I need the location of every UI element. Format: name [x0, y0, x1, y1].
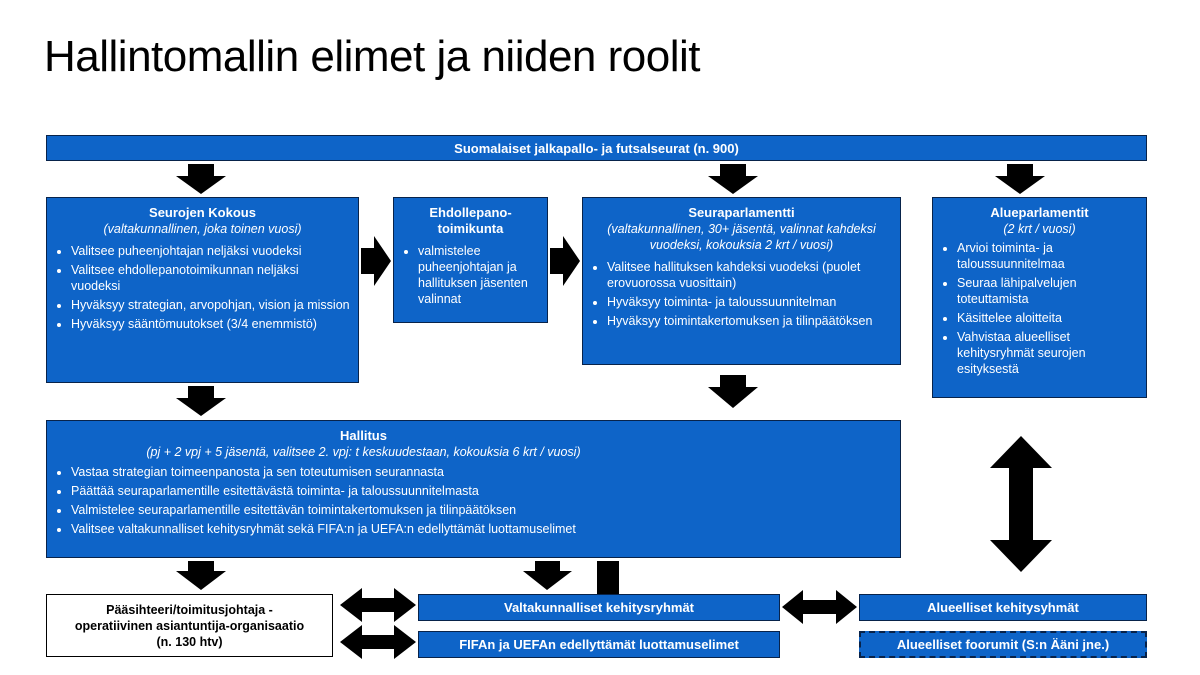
double-arrow-horizontal-icon: [340, 625, 416, 659]
arrow-down-icon: [708, 164, 758, 194]
seurojen-kokous-subtitle: (valtakunnallinen, joka toinen vuosi): [103, 222, 302, 236]
arrow-down-icon: [176, 386, 226, 416]
seuraparlamentti-box: Seuraparlamentti (valtakunnallinen, 30+ …: [582, 197, 901, 365]
ehdollepano-box: Ehdollepano-toimikunta valmistelee puhee…: [393, 197, 548, 323]
ehdollepano-heading: Ehdollepano-toimikunta: [429, 205, 512, 236]
list-item: Hyväksyy toimintakertomuksen ja tilinpää…: [607, 313, 892, 329]
arrow-down-icon: [995, 164, 1045, 194]
list-item: Valitsee hallituksen kahdeksi vuodeksi (…: [607, 259, 892, 291]
arrow-down-icon: [708, 375, 758, 408]
seuraparlamentti-list: Valitsee hallituksen kahdeksi vuodeksi (…: [583, 259, 900, 329]
alueelliset-foorumit-box: Alueelliset foorumit (S:n Ääni jne.): [859, 631, 1147, 658]
page-title: Hallintomallin elimet ja niiden roolit: [44, 32, 700, 81]
alueparlamentit-heading: Alueparlamentit: [990, 205, 1089, 220]
seuraparlamentti-subtitle: (valtakunnallinen, 30+ jäsentä, valinnat…: [607, 222, 876, 252]
list-item: Vahvistaa alueelliset kehitysryhmät seur…: [957, 329, 1138, 377]
list-item: Käsittelee aloitteita: [957, 310, 1138, 326]
double-arrow-horizontal-icon: [782, 590, 857, 624]
alueelliset-foorumit-label: Alueelliset foorumit (S:n Ääni jne.): [896, 637, 1110, 652]
fifa-uefa-label: FIFAn ja UEFAn edellyttämät luottamuseli…: [459, 637, 739, 652]
alueparlamentit-box: Alueparlamentit (2 krt / vuosi) Arvioi t…: [932, 197, 1147, 398]
list-item: Päättää seuraparlamentille esitettävästä…: [71, 483, 892, 499]
arrow-right-icon: [361, 236, 391, 286]
double-arrow-vertical-icon: [990, 436, 1052, 572]
arrow-right-icon: [550, 236, 580, 286]
hallitus-list: Vastaa strategian toimeenpanosta ja sen …: [47, 464, 900, 537]
list-item: valmistelee puheenjohtajan ja hallitukse…: [418, 243, 537, 307]
list-item: Vastaa strategian toimeenpanosta ja sen …: [71, 464, 892, 480]
seuraparlamentti-heading: Seuraparlamentti: [688, 205, 795, 220]
hallitus-subtitle: (pj + 2 vpj + 5 jäsentä, valitsee 2. vpj…: [146, 445, 581, 459]
fifa-uefa-box: FIFAn ja UEFAn edellyttämät luottamuseli…: [418, 631, 780, 658]
alueparlamentit-subtitle: (2 krt / vuosi): [1003, 222, 1076, 236]
hallitus-heading: Hallitus: [340, 428, 387, 443]
seurojen-kokous-heading: Seurojen Kokous: [149, 205, 256, 220]
clubs-bar-label: Suomalaiset jalkapallo- ja futsalseurat …: [454, 140, 739, 156]
list-item: Valitsee puheenjohtajan neljäksi vuodeks…: [71, 243, 350, 259]
list-item: Arvioi toiminta- ja taloussuunnitelmaa: [957, 240, 1138, 272]
list-item: Valitsee valtakunnalliset kehitysryhmät …: [71, 521, 892, 537]
paasihteeri-label: Pääsihteeri/toimitusjohtaja - operatiivi…: [74, 602, 305, 649]
list-item: Valmistelee seuraparlamentille esitettäv…: [71, 502, 892, 518]
list-item: Hyväksyy strategian, arvopohjan, vision …: [71, 297, 350, 313]
arrow-down-icon: [176, 164, 226, 194]
arrow-down-icon: [523, 561, 572, 590]
list-item: Seuraa lähipalvelujen toteuttamista: [957, 275, 1138, 307]
valtakunnalliset-box: Valtakunnalliset kehitysryhmät: [418, 594, 780, 621]
list-item: Hyväksyy toiminta- ja taloussuunnitelman: [607, 294, 892, 310]
double-arrow-horizontal-icon: [340, 588, 416, 622]
clubs-bar: Suomalaiset jalkapallo- ja futsalseurat …: [46, 135, 1147, 161]
arrow-down-icon: [176, 561, 226, 590]
connector-bar: [597, 561, 619, 594]
alueelliset-kehitys-label: Alueelliset kehitysyhmät: [927, 600, 1079, 615]
seurojen-kokous-list: Valitsee puheenjohtajan neljäksi vuodeks…: [47, 243, 358, 332]
list-item: Hyväksyy sääntömuutokset (3/4 enemmistö): [71, 316, 350, 332]
hallitus-box: Hallitus (pj + 2 vpj + 5 jäsentä, valits…: [46, 420, 901, 558]
paasihteeri-box: Pääsihteeri/toimitusjohtaja - operatiivi…: [46, 594, 333, 657]
valtakunnalliset-label: Valtakunnalliset kehitysryhmät: [503, 600, 695, 615]
alueelliset-kehitys-box: Alueelliset kehitysyhmät: [859, 594, 1147, 621]
alueparlamentit-list: Arvioi toiminta- ja taloussuunnitelmaa S…: [933, 240, 1146, 377]
seurojen-kokous-box: Seurojen Kokous (valtakunnallinen, joka …: [46, 197, 359, 383]
list-item: Valitsee ehdollepanotoimikunnan neljäksi…: [71, 262, 350, 294]
ehdollepano-list: valmistelee puheenjohtajan ja hallitukse…: [394, 243, 547, 307]
